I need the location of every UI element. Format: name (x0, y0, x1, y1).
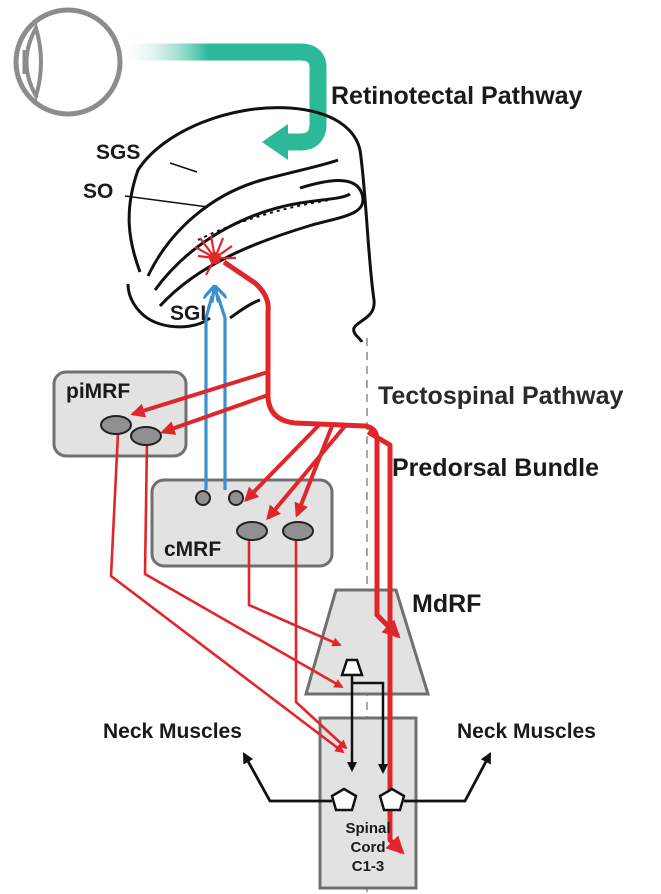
reticulospinal-projections (109, 432, 348, 754)
tectospinal-projections (222, 259, 405, 855)
sgi-label: SGI (170, 302, 206, 325)
neuron-icon (194, 235, 236, 276)
spinal-cord-label-line1: Spinal (345, 820, 390, 837)
motor-axons (242, 752, 492, 803)
so-label: SO (83, 180, 113, 203)
neck-muscles-right-label: Neck Muscles (457, 720, 596, 743)
cmrf-neurons (195, 490, 314, 541)
predorsal-bundle-label: Predorsal Bundle (392, 454, 599, 482)
ascending-fibers (206, 296, 225, 490)
spinal-cord-label-line2: Cord (351, 839, 386, 856)
tectospinal-pathway-label: Tectospinal Pathway (378, 382, 624, 410)
motoneuron-icon (330, 787, 406, 812)
retinotectal-pathway-label: Retinotectal Pathway (331, 82, 583, 110)
superior-colliculus (126, 106, 376, 343)
collateral-projections (130, 370, 347, 521)
eye-icon (13, 7, 123, 117)
pimrf-label: piMRF (66, 380, 130, 403)
so-leader (124, 195, 209, 208)
sgi-boundary (197, 199, 331, 241)
mdrf-label: MdRF (412, 590, 481, 618)
spinal-cord-label-line3: C1-3 (352, 858, 385, 875)
pimrf-neurons (100, 415, 162, 446)
sgs-leader (169, 162, 198, 173)
cmrf-label: cMRF (164, 538, 221, 561)
interneuron-icon (340, 658, 388, 774)
neck-muscles-left-label: Neck Muscles (103, 720, 242, 743)
retinotectal-tract (118, 43, 327, 160)
sgs-label: SGS (96, 141, 140, 164)
mdrf-box (304, 588, 431, 696)
